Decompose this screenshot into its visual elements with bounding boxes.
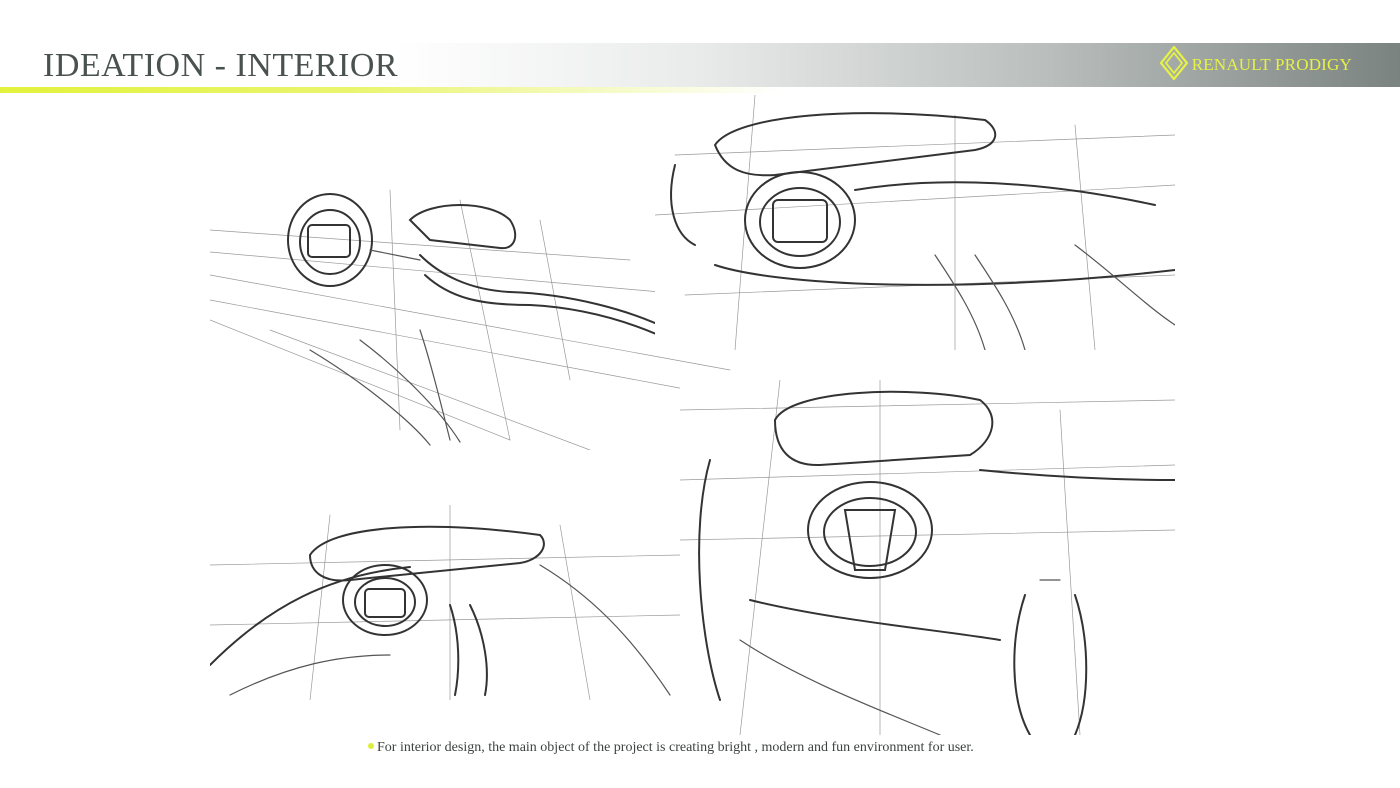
caption: For interior design, the main object of … [368,740,1268,756]
brand-name: RENAULT PRODIGY [1191,55,1352,74]
page-title: IDEATION - INTERIOR [43,47,399,84]
sketch-cockpit-bottom-right [680,380,1175,735]
bullet-dot [368,742,374,749]
renault-diamond-icon [1159,44,1189,85]
caption-text: For interior design, the main object of … [377,740,974,755]
accent-underline [0,87,780,93]
sketch-cockpit-top-right [655,95,1175,350]
brand-mark: RENAULT PRODIGY [1159,44,1352,85]
sketch-cockpit-bottom-left [210,505,680,700]
